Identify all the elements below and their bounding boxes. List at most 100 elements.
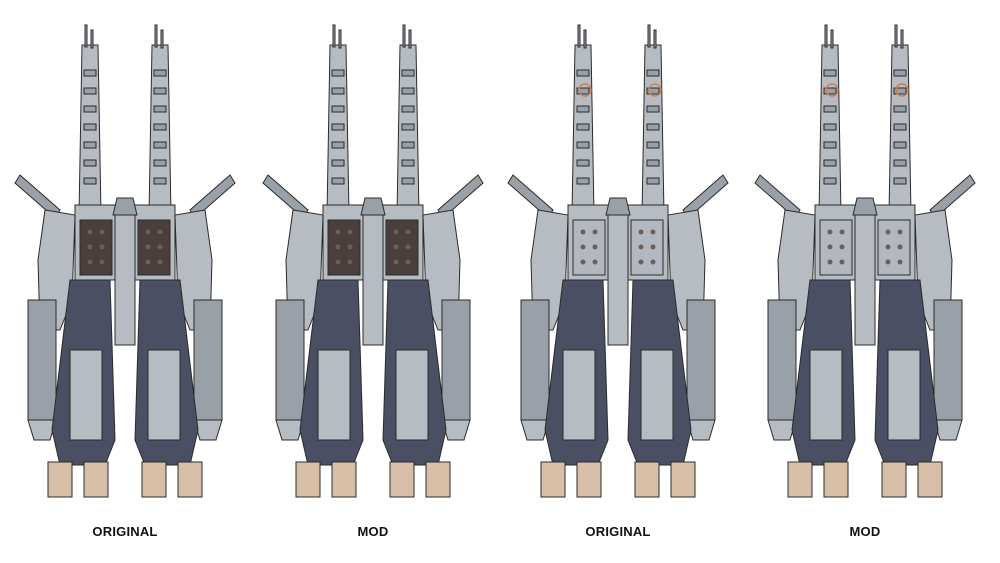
antenna [830, 29, 834, 49]
cannon-panel [401, 141, 415, 149]
right-foot-a [881, 461, 907, 498]
figure-caption: MOD [849, 524, 881, 539]
right-foot-b [425, 461, 451, 498]
bolt [145, 229, 151, 235]
figure-caption: ORIGINAL [92, 524, 158, 539]
cannon-panel [83, 87, 97, 95]
right-foot-b [177, 461, 203, 498]
mecha-illustration [262, 24, 484, 498]
cannon-panel [331, 123, 345, 131]
left-forearm [520, 299, 550, 421]
cannon-panel [823, 123, 837, 131]
cannon-panel [331, 141, 345, 149]
cannon-panel [153, 69, 167, 77]
backpack-panel-right [630, 219, 664, 276]
cannon-panel [331, 177, 345, 185]
left-foot-b [331, 461, 357, 498]
cannon-panel [576, 87, 590, 95]
bolt [157, 244, 163, 250]
cannon-panel [153, 177, 167, 185]
bolt [335, 244, 341, 250]
cannon-panel [646, 105, 660, 113]
left-forearm [27, 299, 57, 421]
cannon-panel [646, 123, 660, 131]
bolt [335, 229, 341, 235]
bolt [347, 229, 353, 235]
bolt [580, 229, 586, 235]
figure-mod-1: MOD [248, 0, 498, 563]
figure-original-2: ORIGINAL [493, 0, 743, 563]
bolt [650, 229, 656, 235]
figure-caption: MOD [357, 524, 389, 539]
left-leg-plate [562, 349, 596, 441]
antenna [577, 24, 581, 48]
bolt [580, 259, 586, 265]
bolt [405, 244, 411, 250]
cannon-panel [893, 123, 907, 131]
bolt [839, 259, 845, 265]
cannon-panel [646, 159, 660, 167]
bolt [393, 259, 399, 265]
cannon-panel [576, 177, 590, 185]
cannon-panel [401, 105, 415, 113]
cannon-panel [893, 87, 907, 95]
bolt [592, 229, 598, 235]
left-hand [275, 419, 305, 441]
cannon-panel [153, 141, 167, 149]
bolt [99, 229, 105, 235]
cannon-panel [401, 177, 415, 185]
backpack-panel-left [819, 219, 853, 276]
center-spine [114, 214, 136, 346]
left-foot-b [83, 461, 109, 498]
bolt [347, 244, 353, 250]
backpack-panel-right [137, 219, 171, 276]
cannon-panel [153, 159, 167, 167]
cannon-panel [401, 69, 415, 77]
bolt [580, 244, 586, 250]
antenna [894, 24, 898, 48]
marking-ring [895, 83, 909, 97]
right-hand [686, 419, 716, 441]
cannon-panel [646, 87, 660, 95]
cannon-panel [823, 87, 837, 95]
marking-ring [825, 83, 839, 97]
cannon-panel [893, 159, 907, 167]
right-forearm [193, 299, 223, 421]
left-foot-a [540, 461, 566, 498]
antenna [90, 29, 94, 49]
antenna [900, 29, 904, 49]
cannon-panel [331, 69, 345, 77]
left-hand [520, 419, 550, 441]
cannon-panel [823, 141, 837, 149]
bolt [650, 244, 656, 250]
bolt [87, 244, 93, 250]
left-foot-a [295, 461, 321, 498]
antenna [160, 29, 164, 49]
backpack-panel-right [877, 219, 911, 276]
antenna [84, 24, 88, 48]
bolt [827, 229, 833, 235]
bolt [335, 259, 341, 265]
bolt [405, 259, 411, 265]
bolt [592, 259, 598, 265]
right-foot-b [670, 461, 696, 498]
bolt [347, 259, 353, 265]
center-spine [362, 214, 384, 346]
bolt [157, 259, 163, 265]
head [112, 197, 138, 216]
bolt [885, 259, 891, 265]
cannon-panel [823, 69, 837, 77]
antenna [824, 24, 828, 48]
right-foot-a [634, 461, 660, 498]
right-forearm [686, 299, 716, 421]
cannon-panel [646, 69, 660, 77]
right-hand [441, 419, 471, 441]
cannon-panel [576, 105, 590, 113]
left-foot-a [47, 461, 73, 498]
left-foot-b [576, 461, 602, 498]
cannon-panel [893, 69, 907, 77]
cannon-panel [576, 159, 590, 167]
cannon-panel [401, 87, 415, 95]
bolt [897, 259, 903, 265]
bolt [87, 259, 93, 265]
